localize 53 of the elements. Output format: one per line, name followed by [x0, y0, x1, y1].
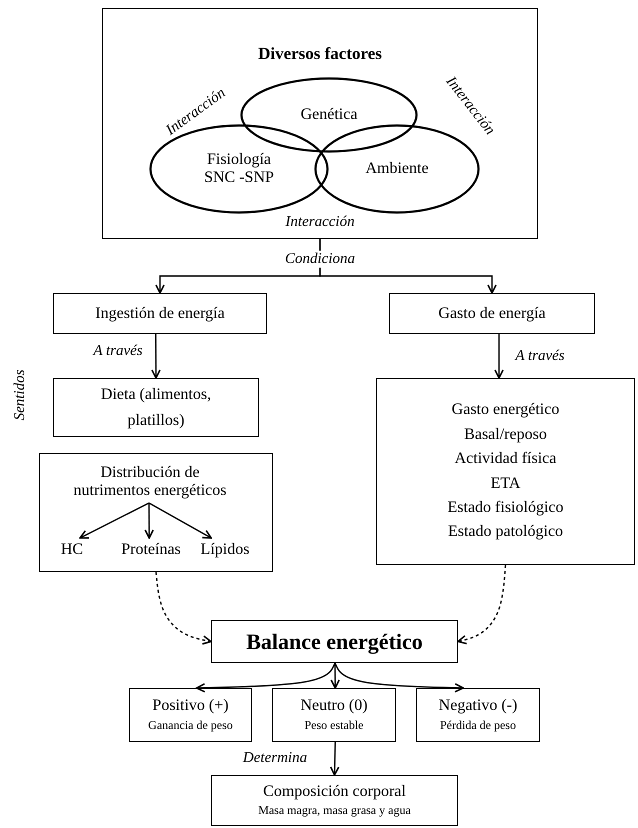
- box-label: Positivo (+): [152, 697, 229, 716]
- list-item: Actividad física: [454, 450, 556, 468]
- arrow: [148, 502, 212, 539]
- arrow: [151, 334, 161, 379]
- box-sublabel: Peso estable: [304, 718, 364, 733]
- box-label: Gasto de energía: [438, 304, 546, 324]
- list-item: Estado patológico: [448, 523, 564, 542]
- outcome-box: [272, 688, 396, 742]
- result-box: [211, 620, 458, 663]
- list-item: Estado fisiológico: [448, 498, 564, 518]
- edge-label: Condiciona: [283, 250, 357, 268]
- process-box: [376, 378, 635, 565]
- factor-ellipse: [240, 77, 418, 153]
- interaction-label: Interacción: [285, 214, 355, 230]
- process-box: [53, 378, 259, 437]
- box-heading: Distribución de nutrimentos energéticos: [65, 460, 235, 504]
- list-item: Basal/reposo: [464, 426, 547, 444]
- arrow: [330, 663, 340, 689]
- arrow: [144, 503, 154, 539]
- factor-label: Genética: [300, 106, 358, 124]
- arrow: [494, 334, 504, 379]
- arrow: [319, 239, 497, 294]
- dashed-arrow: [155, 572, 212, 645]
- factors-frame: [102, 8, 538, 239]
- nutrient-label: Proteínas: [111, 539, 191, 561]
- dashed-arrow: [457, 564, 506, 644]
- box-label: Dieta (alimentos, platillos): [100, 384, 212, 430]
- factor-label: Ambiente: [365, 160, 429, 178]
- box-sublabel: Masa magra, masa grasa y agua: [258, 804, 411, 818]
- process-box: [53, 293, 267, 334]
- box-sublabel: Ganancia de peso: [148, 718, 233, 733]
- list-item: Gasto energético: [452, 401, 560, 420]
- outcome-box: [416, 688, 540, 742]
- process-box: [389, 293, 595, 334]
- arrow: [79, 502, 150, 539]
- process-box: [39, 453, 273, 572]
- list-item: ETA: [490, 474, 520, 493]
- box-label: Negativo (-): [438, 697, 518, 716]
- nutrient-label: HC: [57, 539, 87, 561]
- arrow: [196, 662, 336, 693]
- box-label: Composición corporal: [263, 782, 406, 802]
- side-label: Sentidos: [12, 370, 28, 420]
- factor-label: Fisiología SNC -SNP: [203, 150, 275, 188]
- box-label: Neutro (0): [300, 697, 368, 716]
- box-sublabel: Pérdida de peso: [440, 718, 516, 733]
- nutrient-label: Lípidos: [193, 539, 257, 561]
- frame-heading: Diversos factores: [258, 44, 382, 64]
- outcome-box: [129, 688, 252, 742]
- box-label: Balance energético: [246, 628, 423, 654]
- box-label: Ingestión de energía: [95, 304, 225, 324]
- arrow: [330, 742, 340, 776]
- outcome-box: [211, 775, 458, 826]
- arrow: [334, 662, 464, 693]
